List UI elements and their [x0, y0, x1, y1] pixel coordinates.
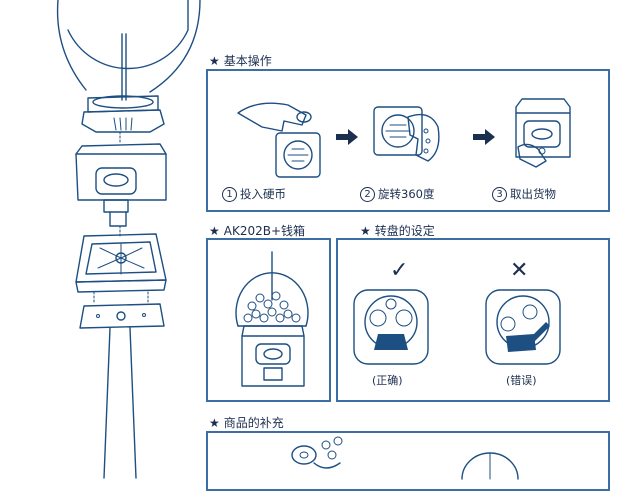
refill-header: ★ 商品的补充 — [209, 414, 284, 431]
correct-caption: (正确) — [372, 374, 403, 387]
moneybox-header: ★ AK202B+钱箱 — [209, 222, 305, 239]
wrong-mark-icon: ✕ — [510, 258, 529, 283]
star-icon: ★ — [209, 223, 220, 238]
step-1-label: 1 投入硬币 — [222, 186, 286, 202]
arrow-right-icon — [336, 129, 358, 145]
correct-mark-icon: ✓ — [390, 258, 409, 283]
refill-title: 商品的补充 — [223, 416, 284, 430]
step-3-number: 3 — [492, 186, 507, 202]
gumball-machine-illustration — [235, 251, 309, 387]
moneybox-title: AK202B+钱箱 — [223, 224, 306, 238]
turntable-title: 转盘的设定 — [374, 224, 435, 238]
wrong-caption: (错误) — [506, 374, 537, 387]
moneybox-panel — [206, 238, 331, 402]
insert-coin-illustration — [237, 102, 321, 178]
turn-knob-illustration — [373, 106, 440, 162]
arrow-right-icon — [473, 129, 495, 145]
basic-ops-panel: 1 投入硬币 2 旋转360度 3 取出货物 — [206, 69, 610, 212]
star-icon: ★ — [360, 223, 371, 238]
refill-illustration — [291, 436, 519, 480]
take-item-illustration — [515, 98, 571, 168]
step-2-number: 2 — [360, 186, 375, 202]
step-2-text: 旋转360度 — [378, 187, 435, 201]
step-3-label: 3 取出货物 — [492, 186, 556, 202]
step-3-text: 取出货物 — [510, 187, 556, 201]
turntable-correct-illustration — [353, 289, 429, 365]
step-2-label: 2 旋转360度 — [360, 186, 434, 202]
turntable-wrong-illustration — [485, 289, 561, 365]
turntable-panel: ✓ ✕ (正确) (错误) — [336, 238, 610, 402]
step-1-text: 投入硬币 — [240, 187, 286, 201]
exploded-assembly-diagram — [56, 0, 201, 479]
basic-ops-title: 基本操作 — [223, 54, 272, 68]
turntable-header: ★ 转盘的设定 — [360, 222, 435, 239]
step-1-number: 1 — [222, 186, 237, 202]
star-icon: ★ — [209, 53, 220, 68]
basic-ops-header: ★ 基本操作 — [209, 52, 272, 69]
refill-panel — [206, 431, 610, 491]
star-icon: ★ — [209, 415, 220, 430]
